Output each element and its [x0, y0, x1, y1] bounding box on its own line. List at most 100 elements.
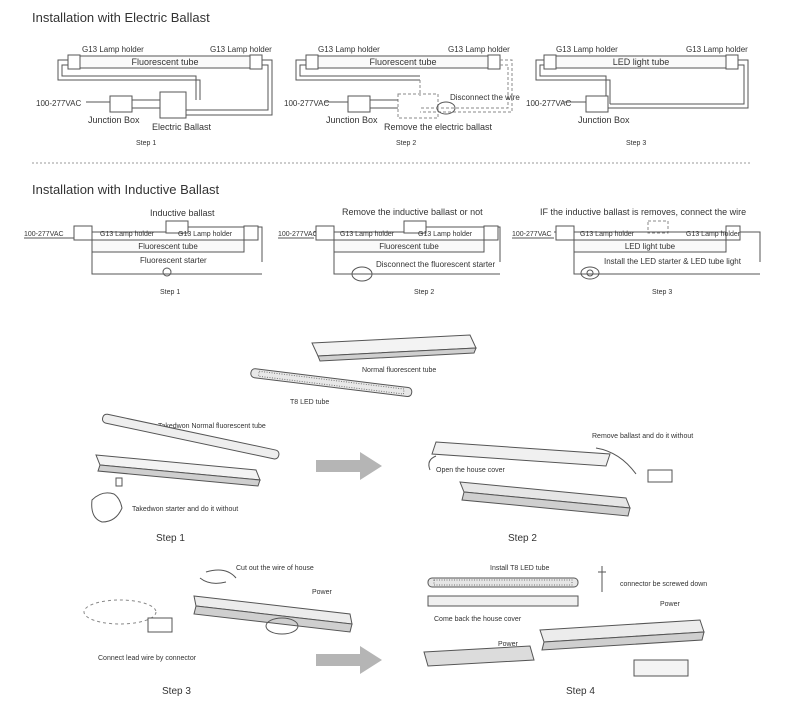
e3-holder-left-block: [543, 54, 557, 70]
e2-voltage: 100-277VAC: [284, 99, 329, 108]
s2-remove-ballast-label: Remove ballast and do it without: [592, 433, 693, 440]
e2-junction-box: [347, 95, 371, 113]
s4-power-label: Power: [660, 601, 681, 608]
i3-holder-left: G13 Lamp holder: [580, 231, 635, 238]
i3-voltage: 100-277VAC: [512, 231, 552, 238]
i2-tube-label: Fluorescent tube: [379, 242, 439, 251]
i2-top-label: Remove the inductive ballast or not: [342, 207, 483, 217]
i2-holder-right-block: [483, 225, 499, 241]
i3-holder-left-block: [555, 225, 575, 241]
e1-holder-right: G13 Lamp holder: [210, 45, 272, 54]
s3-connector-icon: [147, 617, 173, 633]
illus-step-1: Takedwon Normal fluorescent tube Takedwo…: [91, 413, 280, 544]
s4-screwed-label: connector be screwed down: [620, 581, 707, 588]
e2-holder-left: G13 Lamp holder: [318, 45, 380, 54]
i3-step: Step 3: [652, 289, 672, 296]
i1-starter-wire: [91, 240, 262, 275]
i1-holder-right-block: [243, 225, 259, 241]
s3-cut-wire-label: Cut out the wire of house: [236, 565, 314, 572]
led-tube-label: T8 LED tube: [290, 399, 329, 406]
e1-step: Step 1: [136, 140, 156, 147]
s1-fixture-side: [97, 464, 261, 487]
e3-junction-label: Junction Box: [578, 115, 630, 125]
s3-wiring-loop: [83, 599, 157, 625]
e2-junction-wires: [324, 99, 398, 109]
s3-wire-coil: [265, 617, 299, 635]
e3-step: Step 3: [626, 140, 646, 147]
e2-junction-label: Junction Box: [326, 115, 378, 125]
e2-remove-label: Remove the electric ballast: [384, 122, 493, 132]
i3-led-starter-icon: [586, 269, 594, 277]
electric-panel-1: G13 Lamp holder G13 Lamp holder Fluoresc…: [36, 45, 273, 147]
e2-removed-ballast: [397, 93, 439, 119]
electric-panel-3: G13 Lamp holder G13 Lamp holder LED ligh…: [526, 45, 749, 147]
s2-ballast-icon: [647, 469, 673, 483]
i3-removed-ballast: [647, 220, 669, 234]
s2-label: Step 2: [508, 533, 537, 544]
s4-cover: [427, 595, 579, 607]
s2-open-arrow-icon: [428, 455, 437, 471]
e2-disconnect-label: Disconnect the wire: [450, 93, 520, 102]
s2-wire: [595, 447, 637, 475]
e1-ballast-label: Electric Ballast: [152, 122, 212, 132]
s4-power2-label: Power: [498, 641, 519, 648]
i2-voltage: 100-277VAC: [278, 231, 318, 238]
inductive-panel-2: Remove the inductive ballast or not 100-…: [278, 207, 501, 296]
e1-holder-left-block: [67, 54, 81, 70]
s4-screwdriver-icon: [598, 566, 606, 592]
e1-wires: [57, 59, 273, 116]
s3-label: Step 3: [162, 686, 191, 697]
s4-label: Step 4: [566, 686, 595, 697]
s3-connect-label: Connect lead wire by connector: [98, 655, 197, 662]
i1-top-label: Inductive ballast: [150, 208, 215, 218]
arrow-step3-to-4-icon: [316, 646, 382, 674]
e3-voltage: 100-277VAC: [526, 99, 571, 108]
i2-holder-left: G13 Lamp holder: [340, 231, 395, 238]
illus-step-3: Cut out the wire of house Power Connect …: [83, 565, 353, 697]
i2-starter-wire: [333, 240, 500, 275]
s1-label: Step 1: [156, 533, 185, 544]
electric-panel-2: G13 Lamp holder G13 Lamp holder Fluoresc…: [284, 45, 520, 147]
e1-voltage: 100-277VAC: [36, 99, 81, 108]
inductive-panel-1: Inductive ballast 100-277VAC G13 Lamp ho…: [24, 208, 263, 296]
i3-starter-wire: [573, 240, 760, 275]
e3-holder-right: G13 Lamp holder: [686, 45, 748, 54]
i1-starter-icon: [162, 267, 172, 277]
s2-fixture-side: [461, 491, 631, 517]
i3-install-label: Install the LED starter & LED tube light: [604, 257, 742, 266]
e2-step: Step 2: [396, 140, 416, 147]
s4-fixture-side: [541, 631, 705, 651]
s2-cover: [431, 441, 611, 467]
i1-voltage: 100-277VAC: [24, 231, 64, 238]
e2-dashed-wires: [419, 59, 513, 113]
tube-illustration: Normal fluorescent tube T8 LED tube: [250, 334, 477, 406]
led-tube: [250, 368, 413, 398]
i3-holder-right-block: [725, 225, 741, 241]
i1-holder-left-block: [73, 225, 93, 241]
illus-step-2: Open the house cover Remove ballast and …: [428, 433, 693, 544]
i1-holder-left: G13 Lamp holder: [100, 231, 155, 238]
e3-tube-label: LED light tube: [613, 57, 670, 67]
i1-starter-label: Fluorescent starter: [140, 256, 207, 265]
electric-ballast-title: Installation with Electric Ballast: [32, 10, 210, 25]
s1-tube: [102, 413, 280, 460]
e2-holder-right-block: [487, 54, 501, 70]
s2-open-cover-label: Open the house cover: [436, 467, 506, 474]
arrow-step1-to-2-icon: [316, 452, 382, 480]
e3-wires: [535, 59, 749, 109]
e3-holder-left: G13 Lamp holder: [556, 45, 618, 54]
e2-disconnect-circle: [436, 101, 456, 115]
i1-holder-right: G13 Lamp holder: [178, 231, 233, 238]
inductive-panel-3: IF the inductive ballast is removes, con…: [512, 207, 761, 296]
i2-disconnect-circle: [351, 266, 373, 282]
s3-power-label: Power: [312, 589, 333, 596]
e1-tube-label: Fluorescent tube: [131, 57, 198, 67]
e3-holder-right-block: [725, 54, 739, 70]
normal-fixture-side: [317, 347, 477, 362]
illus-step-4: Install T8 LED tube Come back the house …: [423, 565, 707, 697]
inductive-ballast-title: Installation with Inductive Ballast: [32, 182, 220, 197]
e3-tube: [555, 55, 727, 69]
i2-holder-right: G13 Lamp holder: [418, 231, 473, 238]
i3-led-starter-circle: [580, 266, 600, 280]
s4-led-tube: [427, 577, 579, 588]
